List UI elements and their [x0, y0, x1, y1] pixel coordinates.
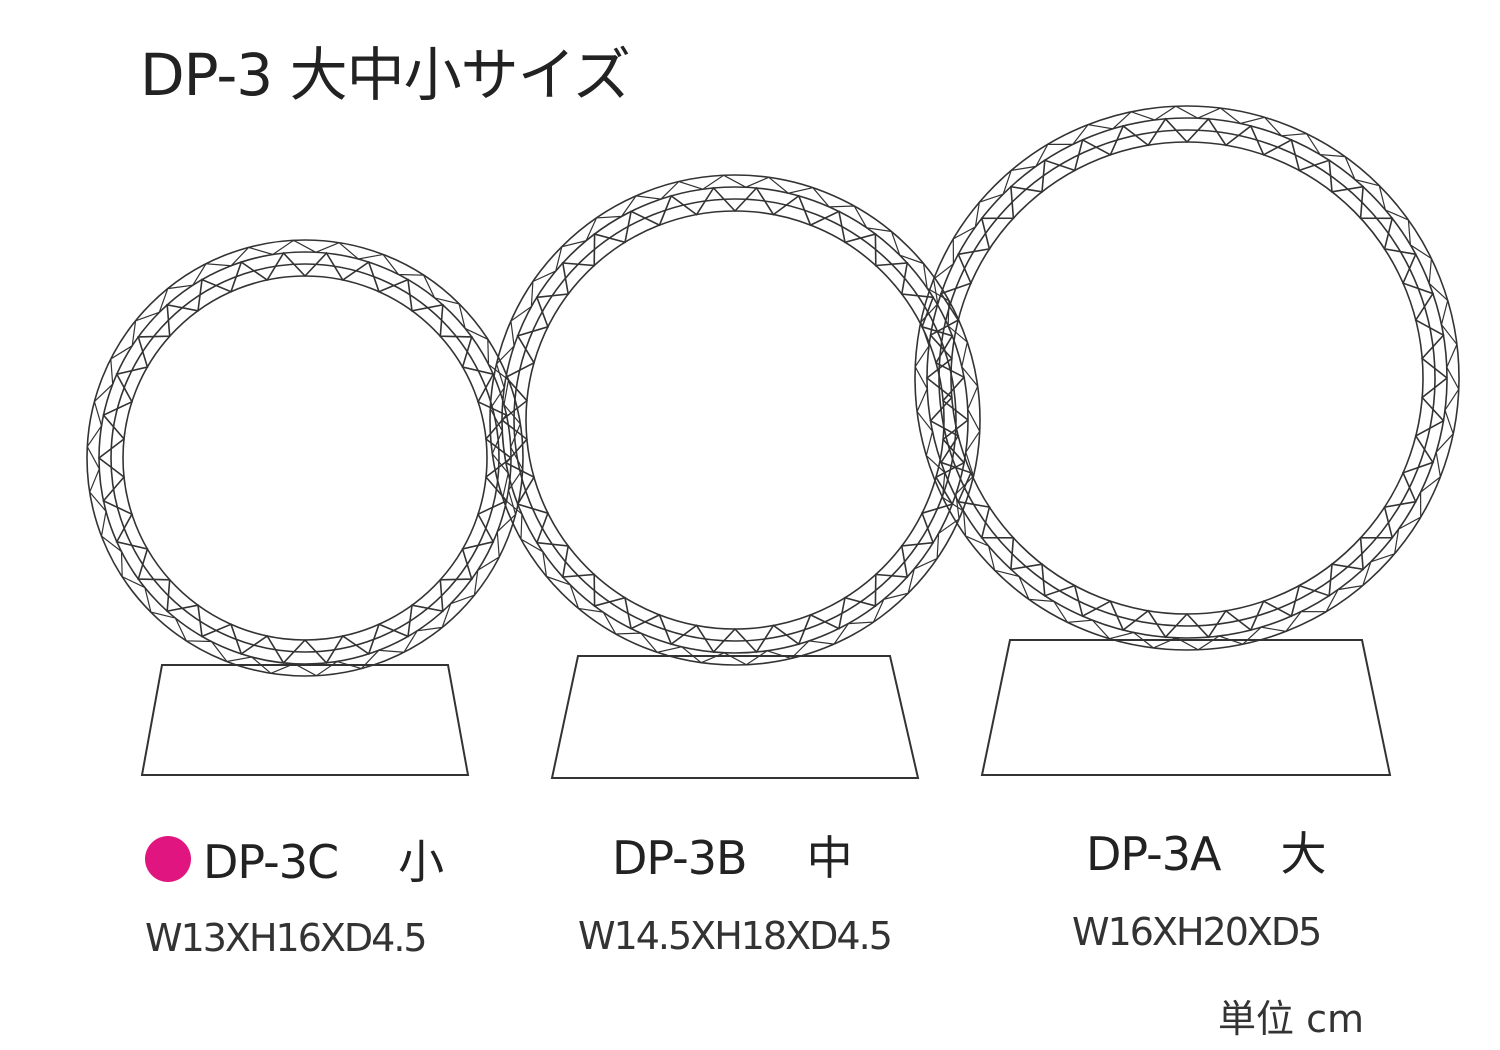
crystal-ring-medium — [489, 174, 981, 666]
product-size-label: 小 — [398, 835, 444, 889]
product-size-label: 中 — [806, 831, 853, 885]
product-dimensions: W14.5ⅩH18ⅩD4.5 — [578, 914, 893, 958]
trophy-base-small — [140, 664, 470, 776]
product-size-label: 大 — [1280, 827, 1326, 881]
unit-note: 単位 cm — [1218, 997, 1364, 1041]
trophy-base-large — [980, 639, 1392, 776]
selected-marker-icon — [145, 836, 191, 882]
product-code: DP-3B — [612, 831, 748, 885]
trophy-base-medium — [550, 655, 920, 779]
crystal-ring-large — [914, 105, 1460, 651]
product-label-medium: DP-3B 中 — [612, 822, 853, 888]
product-dimensions: W13ⅩH16ⅩD4.5 — [145, 916, 428, 960]
product-label-large: DP-3A 大 — [1086, 818, 1326, 884]
product-code: DP-3C — [203, 835, 339, 889]
page-title: DP-3 大中小サイズ — [140, 41, 631, 109]
product-dimensions: W16ⅩH20ⅩD5 — [1072, 910, 1322, 954]
product-code: DP-3A — [1086, 827, 1221, 881]
crystal-ring-small — [86, 239, 524, 677]
product-label-small: DP-3C 小 — [145, 826, 444, 892]
